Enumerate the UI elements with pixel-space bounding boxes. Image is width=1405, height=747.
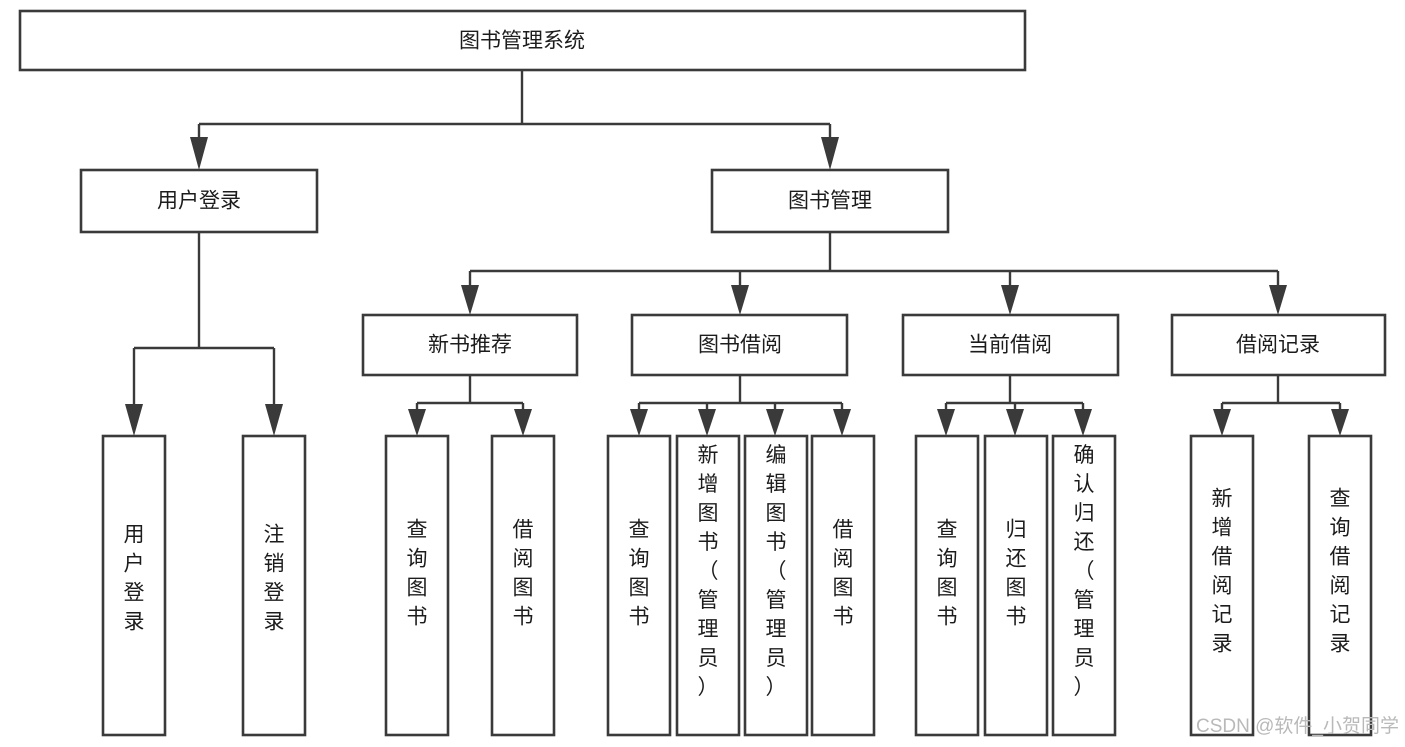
node-leaf-query-book-3-label: 查询图书: [937, 519, 958, 629]
node-leaf-confirm-return[interactable]: 确认归还（管理员）: [1051, 434, 1117, 737]
connector-group-root: [190, 70, 839, 170]
node-leaf-return-book[interactable]: 归还图书: [983, 434, 1049, 737]
node-leaf-query-book-3-box[interactable]: [914, 434, 980, 737]
node-leaf-borrow-book-2[interactable]: 借阅图书: [810, 434, 876, 737]
node-leaf-user-login[interactable]: 用户登录: [101, 434, 167, 737]
arrow-head-leaf-confirm-return: [1074, 409, 1092, 436]
arrow-head-leaf-borrow-book-1: [514, 409, 532, 436]
node-leaf-add-record[interactable]: 新增借阅记录: [1189, 434, 1255, 737]
node-leaf-borrow-book-2-box[interactable]: [810, 434, 876, 737]
node-leaf-edit-book-label: 编辑图书（管理员）: [766, 444, 787, 699]
connector-group-user-login: [125, 232, 283, 436]
node-leaf-logout-box[interactable]: [241, 434, 307, 737]
node-current-borrow[interactable]: 当前借阅: [901, 313, 1120, 377]
node-book-borrow-label: 图书借阅: [698, 334, 782, 357]
arrow-head-leaf-query-record: [1331, 409, 1349, 436]
node-leaf-query-record-label: 查询借阅记录: [1330, 488, 1351, 656]
node-leaf-borrow-book-2-label: 借阅图书: [833, 519, 854, 629]
arrow-head-leaf-query-book-3: [937, 409, 955, 436]
node-book-manage-label: 图书管理: [788, 190, 872, 213]
arrow-head-leaf-borrow-book-2: [833, 409, 851, 436]
node-leaf-add-book-label: 新增图书（管理员）: [698, 444, 719, 699]
arrow-head-leaf-user-login: [125, 404, 143, 436]
node-leaf-logout-label: 注销登录: [264, 524, 285, 634]
node-leaf-query-book-1-label: 查询图书: [407, 519, 428, 629]
node-leaf-edit-book-box[interactable]: [743, 434, 809, 737]
node-user-login-box[interactable]: [79, 168, 319, 234]
arrow-head-leaf-edit-book: [766, 409, 784, 436]
arrow-head-new-book-rec: [461, 285, 479, 315]
node-book-manage[interactable]: 图书管理: [710, 168, 950, 234]
node-borrow-record-box[interactable]: [1170, 313, 1387, 377]
node-current-borrow-box[interactable]: [901, 313, 1120, 377]
connector-group-borrow-record: [1213, 375, 1349, 436]
connector-group-new-book-rec: [408, 375, 532, 436]
connector-group-current-borrow: [937, 375, 1092, 436]
connector-group-book-manage: [461, 232, 1287, 315]
arrow-head-leaf-return-book: [1006, 409, 1024, 436]
node-borrow-record-label: 借阅记录: [1236, 334, 1320, 357]
node-leaf-borrow-book-1[interactable]: 借阅图书: [490, 434, 556, 737]
arrow-head-book-borrow: [731, 285, 749, 315]
node-leaf-add-book-box[interactable]: [675, 434, 741, 737]
connector-group-book-borrow: [630, 375, 851, 436]
arrow-head-user-login: [190, 137, 208, 170]
node-new-book-rec[interactable]: 新书推荐: [361, 313, 579, 377]
node-leaf-query-record-box[interactable]: [1307, 434, 1373, 737]
arrow-head-borrow-record: [1269, 285, 1287, 315]
node-leaf-return-book-box[interactable]: [983, 434, 1049, 737]
node-leaf-user-login-label: 用户登录: [124, 524, 145, 634]
arrow-head-book-manage: [821, 137, 839, 170]
arrow-head-leaf-add-book: [698, 409, 716, 436]
node-leaf-query-book-2-label: 查询图书: [629, 519, 650, 629]
node-book-borrow[interactable]: 图书借阅: [630, 313, 849, 377]
node-leaf-confirm-return-label: 确认归还（管理员）: [1074, 444, 1095, 699]
node-root[interactable]: 图书管理系统: [18, 9, 1027, 72]
node-book-borrow-box[interactable]: [630, 313, 849, 377]
node-root-box[interactable]: [18, 9, 1027, 72]
node-leaf-borrow-book-1-box[interactable]: [490, 434, 556, 737]
node-leaf-add-book[interactable]: 新增图书（管理员）: [675, 434, 741, 737]
arrow-head-leaf-logout: [265, 404, 283, 436]
node-current-borrow-label: 当前借阅: [968, 334, 1052, 357]
node-book-manage-box[interactable]: [710, 168, 950, 234]
arrow-head-leaf-query-book-1: [408, 409, 426, 436]
node-leaf-return-book-label: 归还图书: [1006, 519, 1027, 629]
node-leaf-add-record-box[interactable]: [1189, 434, 1255, 737]
node-borrow-record[interactable]: 借阅记录: [1170, 313, 1387, 377]
node-leaf-query-book-1-box[interactable]: [384, 434, 450, 737]
node-leaf-confirm-return-box[interactable]: [1051, 434, 1117, 737]
arrow-head-current-borrow: [1001, 285, 1019, 315]
node-leaf-query-book-3[interactable]: 查询图书: [914, 434, 980, 737]
node-leaf-borrow-book-1-label: 借阅图书: [513, 519, 534, 629]
node-new-book-rec-label: 新书推荐: [428, 334, 512, 357]
node-leaf-user-login-box[interactable]: [101, 434, 167, 737]
node-leaf-edit-book[interactable]: 编辑图书（管理员）: [743, 434, 809, 737]
node-leaf-query-record[interactable]: 查询借阅记录: [1307, 434, 1373, 737]
watermark-label: CSDN @软件_小贺同学: [1196, 715, 1399, 737]
arrow-head-leaf-query-book-2: [630, 409, 648, 436]
node-user-login-label: 用户登录: [157, 190, 241, 213]
node-user-login[interactable]: 用户登录: [79, 168, 319, 234]
arrow-head-leaf-add-record: [1213, 409, 1231, 436]
node-root-label: 图书管理系统: [459, 30, 585, 53]
node-leaf-query-book-2[interactable]: 查询图书: [606, 434, 672, 737]
node-new-book-rec-box[interactable]: [361, 313, 579, 377]
node-leaf-add-record-label: 新增借阅记录: [1212, 488, 1233, 656]
node-leaf-logout[interactable]: 注销登录: [241, 434, 307, 737]
node-leaf-query-book-2-box[interactable]: [606, 434, 672, 737]
node-leaf-query-book-1[interactable]: 查询图书: [384, 434, 450, 737]
